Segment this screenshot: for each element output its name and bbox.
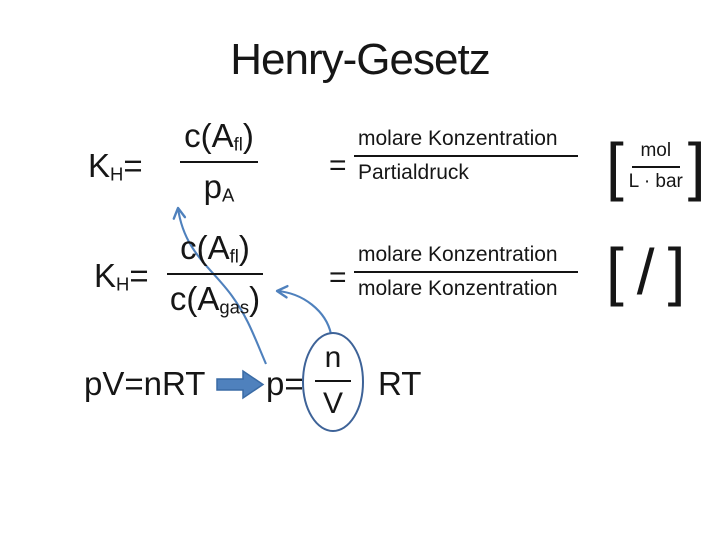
eq2-word-denominator: molare Konzentration [358,277,558,301]
eq1-kh-base: K [88,147,111,184]
eq1-lhs: KH= [88,147,143,185]
eq1-lhs-equals: = [123,147,143,184]
dimensionless-slash: / [636,235,655,308]
eq2-num-subscript: fl [229,245,239,267]
eq1-den-subscript: A [222,184,235,206]
eq2-left-fraction: c(Afl) c(Agas) [167,229,263,318]
nv-numerator: n [324,341,342,374]
eq1-word-denominator: Partialdruck [358,161,469,185]
eq2-word-fraction: molare Konzentration molare Konzentratio… [354,243,578,301]
left-bracket: [ [606,235,624,307]
eq2-denominator: c(Agas) [169,280,261,318]
fraction-bar [180,161,258,164]
eq1-equals: = [329,149,347,182]
right-block-arrow-icon [216,369,265,400]
eq2-equals: = [329,261,347,294]
rt-term: RT [378,365,422,402]
eq1-unit-fraction: mol L · bar [628,139,683,194]
eq1-units: [ mol L · bar ] [606,130,706,202]
eq2-units: [ / ] [606,235,686,308]
eq1-unit-denominator: L · bar [628,170,683,192]
eq2-lhs: KH= [94,257,149,295]
eq1-denominator: pA [203,168,235,206]
fraction-bar [631,165,680,168]
eq1-word-fraction: molare Konzentration Partialdruck [354,127,578,185]
ideal-gas-law: pV=nRT [84,365,206,402]
substitution-arrow-to-cagas [275,284,333,335]
eq1-word-numerator: molare Konzentration [358,127,558,150]
fraction-bar [354,271,578,274]
eq1-numerator: c(Afl) [184,117,254,155]
eq2-word-numerator: molare Konzentration [358,243,558,266]
eq1-kh-subscript: H [110,163,124,185]
right-bracket: ] [687,130,706,202]
eq2-den-subscript: gas [219,296,250,318]
fraction-bar [167,273,263,276]
fraction-bar [315,380,351,382]
eq1-left-fraction: c(Afl) pA [180,117,258,206]
eq2-lhs-equals: = [129,257,149,294]
fraction-bar [354,155,578,158]
slide-title: Henry-Gesetz [230,35,490,84]
right-bracket: ] [667,235,686,307]
eq2-kh-base: K [94,257,117,294]
nv-denominator: V [322,387,343,420]
eq2-kh-subscript: H [116,273,130,295]
n-over-v-fraction: n V [307,338,359,423]
eq1-num-subscript: fl [233,133,243,155]
p-equals: p= [266,365,304,402]
left-bracket: [ [606,130,624,202]
eq1-unit-numerator: mol [640,139,672,161]
eq2-numerator: c(Afl) [180,229,250,267]
